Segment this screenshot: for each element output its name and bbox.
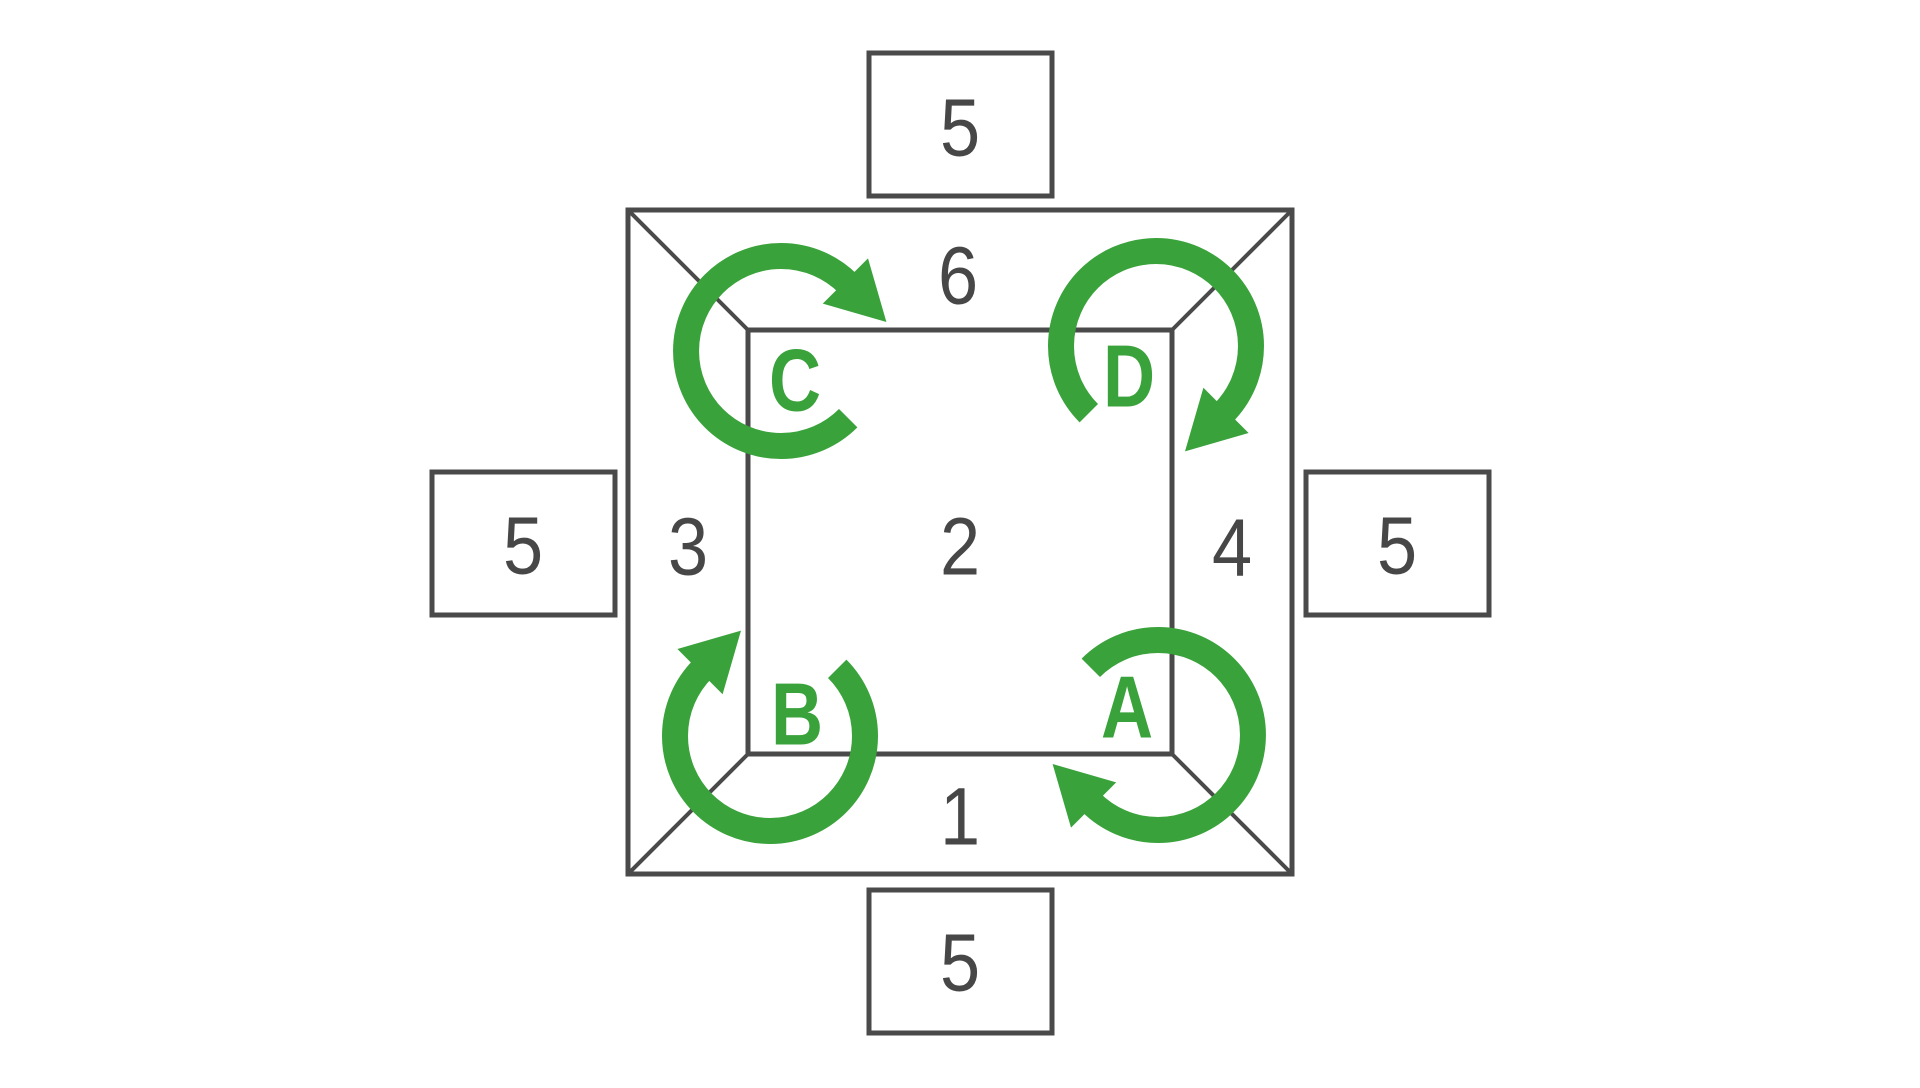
value-box-left [429, 469, 618, 618]
corner-edge-bottom-right [1170, 752, 1294, 876]
inner-square [745, 327, 1175, 757]
rotation-arrow-b[interactable] [662, 630, 878, 844]
rotation-label-d: D [1103, 328, 1155, 426]
corner-edge-top-left [626, 208, 750, 332]
rotation-arrow-d[interactable] [1048, 238, 1264, 452]
value-box-label-left: 5 [503, 500, 543, 591]
value-box-label-top: 5 [940, 82, 980, 173]
rotation-label-b: B [771, 666, 823, 764]
face-label-top: 6 [938, 230, 978, 321]
face-label-left: 3 [668, 501, 708, 592]
rotation-arrow-a[interactable] [1052, 627, 1266, 843]
value-box-label-bottom: 5 [940, 917, 980, 1008]
box-frame [625, 207, 1295, 877]
outside-value-boxes [429, 50, 1492, 1036]
value-box-top [866, 50, 1055, 199]
rotate-clockwise-arrowhead-icon [822, 258, 887, 322]
rotation-label-a: A [1101, 659, 1153, 757]
value-box-label-right: 5 [1377, 500, 1417, 591]
rotate-clockwise-arrowhead-icon [1185, 387, 1249, 452]
rotate-clockwise-arc-icon [1081, 627, 1266, 843]
rotate-clockwise-arrowhead-icon [1052, 764, 1117, 828]
face-label-bottom: 1 [940, 771, 980, 862]
rotate-clockwise-arc-icon [673, 243, 858, 459]
rotate-clockwise-arc-icon [1048, 238, 1264, 423]
value-box-right [1303, 469, 1492, 618]
rotate-clockwise-arrowhead-icon [677, 630, 741, 695]
value-box-bottom [866, 887, 1055, 1036]
rotation-label-c: C [769, 332, 821, 430]
rotate-clockwise-arc-icon [662, 659, 878, 844]
corner-edge-bottom-left [626, 752, 750, 876]
face-label-center: 2 [940, 501, 980, 592]
rotation-arrow-c[interactable] [673, 243, 887, 459]
face-label-right: 4 [1212, 502, 1252, 593]
